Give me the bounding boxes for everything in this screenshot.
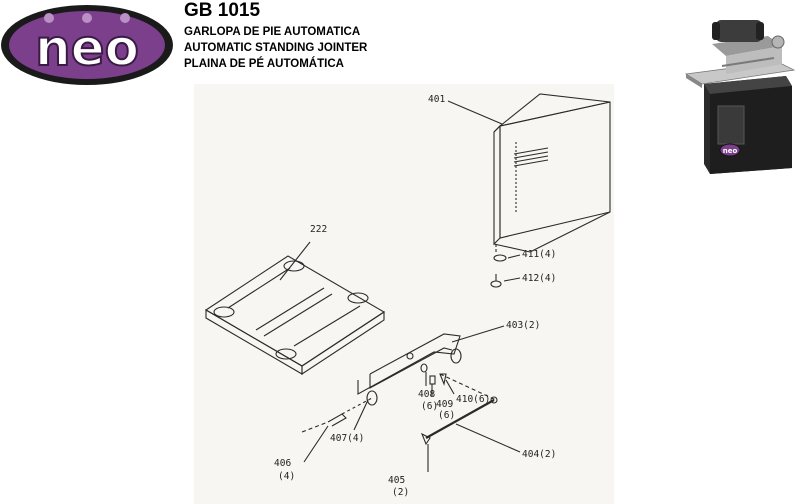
part-401-stand-cabinet: [493, 93, 611, 253]
label-405: 405: [388, 475, 405, 486]
product-photo: neo: [684, 20, 796, 174]
leader-401: [447, 100, 503, 125]
part-411-washer: [493, 254, 507, 262]
label-404: 404(2): [522, 449, 556, 460]
leader-403: [451, 325, 505, 343]
part-410: [439, 373, 447, 386]
leader-222: [279, 241, 311, 281]
leader-410: [445, 379, 455, 395]
logo-dot: [82, 13, 92, 23]
label-405-qty: (2): [392, 487, 409, 498]
head-top: [712, 36, 782, 56]
title-portuguese: PLAINA DE PÉ AUTOMÁTICA: [184, 58, 344, 70]
header: GB 1015 GARLOPA DE PIE AUTOMATICA AUTOMA…: [184, 0, 367, 72]
exploded-parts-diagram: 401 411(4) 412(4) 222 403(2) 408 (6) 409…: [194, 84, 614, 504]
motor-cap: [756, 22, 764, 40]
cabinet-door: [717, 105, 745, 145]
label-403: 403(2): [506, 320, 540, 331]
part-404-rod: [425, 399, 495, 439]
head-rail: [721, 57, 775, 67]
label-408-qty: (6): [421, 401, 438, 412]
part-403-bracket: [357, 333, 462, 406]
table-edge: [686, 74, 702, 88]
title-english: AUTOMATIC STANDING JOINTER: [184, 42, 368, 54]
logo-dot: [44, 13, 54, 23]
leader-406: [303, 425, 329, 463]
badge-text: neo: [723, 147, 738, 155]
label-407: 407(4): [330, 433, 364, 444]
logo-inner-ellipse: [9, 11, 165, 79]
cabinet-badge: [719, 143, 741, 157]
label-222: 222: [310, 224, 327, 235]
leader-412: [503, 277, 521, 282]
model-number: GB 1015: [184, 0, 261, 21]
part-408: [420, 363, 428, 373]
head-front: [726, 46, 782, 74]
label-401: 401: [428, 94, 445, 105]
leader-411: [507, 254, 521, 259]
label-408: 408: [418, 389, 435, 400]
leader-407: [353, 399, 369, 431]
part-406-axis: [301, 421, 329, 433]
label-406-qty: (4): [278, 471, 295, 482]
label-409-qty: (6): [438, 410, 455, 421]
label-406: 406: [274, 458, 291, 469]
part-407-bolt: [327, 413, 347, 427]
title-spanish: GARLOPA DE PIE AUTOMATICA: [184, 26, 361, 38]
label-409: 409: [436, 399, 453, 410]
neo-logo: neo: [1, 5, 173, 85]
logo-dot: [120, 13, 130, 23]
motor-cap: [712, 22, 720, 40]
scan-background: [194, 84, 614, 504]
part-222-base-frame: [204, 255, 386, 376]
leader-404: [455, 423, 521, 453]
motor: [716, 20, 762, 42]
cabinet-top: [704, 76, 792, 94]
label-412: 412(4): [522, 273, 556, 284]
label-411: 411(4): [522, 249, 556, 260]
handwheel: [771, 35, 785, 49]
logo-text: neo: [35, 19, 139, 77]
label-410: 410(6): [456, 394, 490, 405]
part-405-end: [420, 432, 431, 446]
